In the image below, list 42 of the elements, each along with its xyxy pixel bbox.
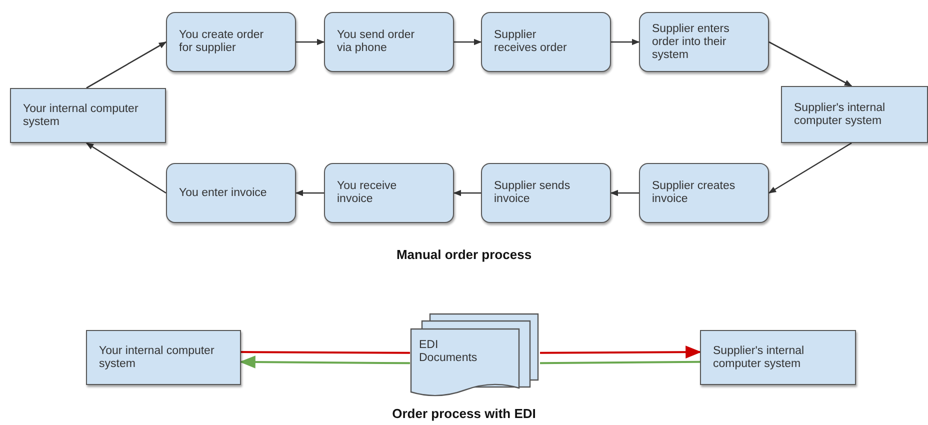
system-box — [86, 330, 241, 385]
arrow — [239, 356, 410, 368]
process-box — [481, 163, 611, 223]
process-box — [166, 163, 296, 223]
section-caption: Manual order process — [396, 247, 532, 262]
node-text: Supplier receives order — [494, 29, 568, 55]
arrow — [453, 190, 481, 196]
section-caption: Order process with EDI — [392, 406, 536, 421]
arrow — [454, 38, 482, 46]
arrow — [296, 38, 325, 46]
process-box — [324, 163, 454, 223]
arrow — [768, 41, 852, 87]
arrow — [295, 190, 324, 196]
node-text: Supplier's internal computer system — [713, 344, 806, 370]
arrow — [86, 142, 166, 194]
process-box — [166, 12, 296, 72]
arrow — [540, 346, 702, 358]
arrow — [86, 41, 167, 89]
process-box — [639, 163, 769, 223]
system-box — [781, 86, 928, 143]
node-text: Supplier creates invoice — [652, 180, 736, 206]
process-box — [639, 12, 769, 72]
system-box — [10, 88, 166, 143]
node-text: You enter invoice — [179, 186, 267, 200]
system-box — [700, 330, 856, 385]
arrow — [768, 142, 852, 194]
node-text: Supplier enters order into their system — [652, 22, 730, 62]
process-box — [324, 12, 454, 72]
node-text: You receive invoice — [337, 180, 398, 206]
connector-line — [540, 360, 700, 364]
process-box — [481, 12, 611, 72]
arrow — [610, 190, 639, 196]
node-text: Supplier sends invoice — [494, 180, 572, 206]
node-text: Supplier's internal computer system — [794, 102, 886, 128]
node-text: EDI Documents — [419, 339, 478, 365]
connector-line — [241, 351, 410, 354]
document-stack — [410, 312, 540, 398]
node-text: You send order via phone — [337, 29, 416, 55]
node-text: Your internal computer system — [99, 344, 216, 370]
arrow — [611, 38, 640, 46]
node-text: You create order for supplier — [179, 29, 265, 55]
node-text: Your internal computer system — [23, 102, 140, 128]
